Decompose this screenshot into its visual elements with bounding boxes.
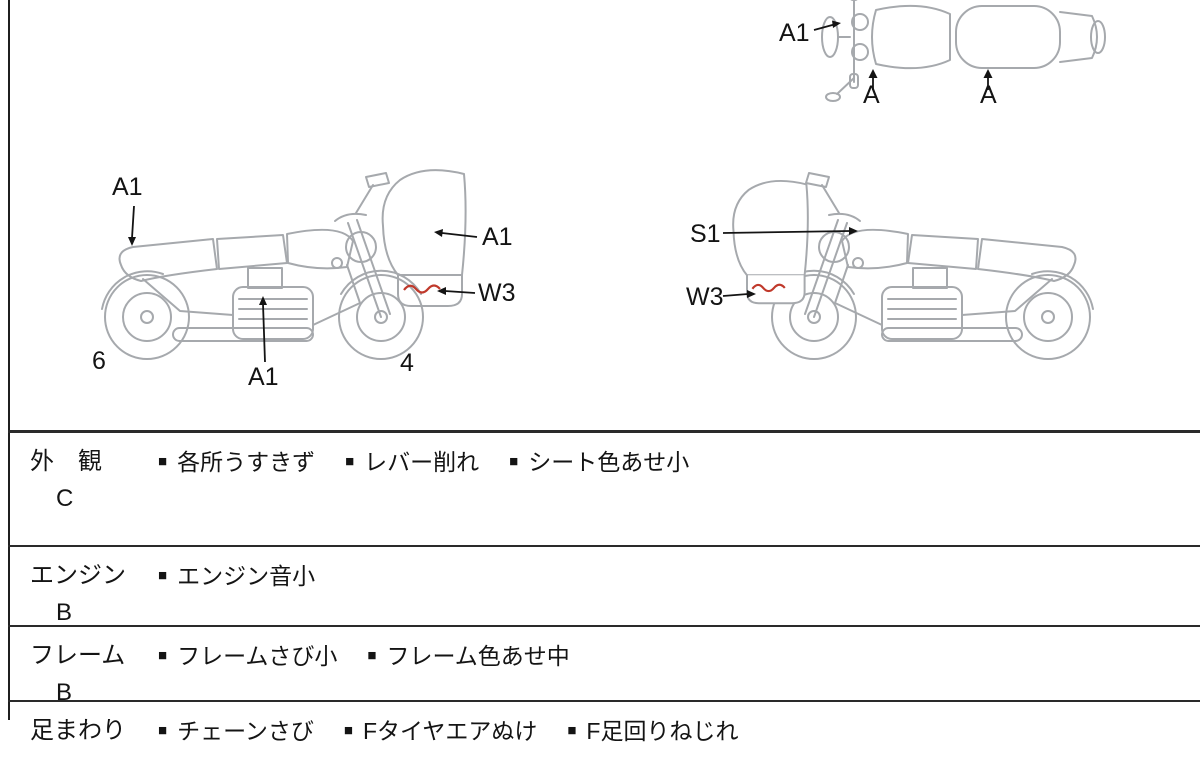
top-view-sketch <box>821 0 1106 102</box>
bullet-icon: ■ <box>158 646 168 664</box>
motorcycle-right-side-view-drawing <box>732 172 1094 360</box>
label-left-rear-a1: A1 <box>112 173 143 201</box>
item-text: レバー削れ <box>364 449 480 475</box>
condition-item: ■ 各所うすきず <box>158 443 315 477</box>
label-cowl-w3: W3 <box>478 279 516 307</box>
category-cell: 足まわり <box>8 710 158 760</box>
item-list: ■ エンジン音小 <box>158 555 1200 625</box>
label-top-a-rear: A <box>980 81 997 109</box>
item-text: エンジン音小 <box>177 563 316 589</box>
label-cowl-a1: A1 <box>482 223 513 251</box>
category-cell: フレーム B <box>8 635 158 706</box>
label-right-w3: W3 <box>686 283 724 311</box>
front-cowl-detail-drawing <box>381 169 467 307</box>
table-row-exterior: 外 観 C ■ 各所うすきず ■ レバー削れ ■ シート色あせ小 <box>8 430 1200 545</box>
item-text: シート色あせ小 <box>528 449 690 475</box>
bullet-icon: ■ <box>345 452 355 470</box>
condition-item: ■ チェーンさび <box>158 712 314 746</box>
category-label: 足まわり <box>30 717 126 744</box>
item-text: F足回りねじれ <box>586 718 739 744</box>
condition-item: ■ Fタイヤエアぬけ <box>344 712 537 746</box>
cowl-sketch <box>381 169 467 307</box>
category-cell: エンジン B <box>8 555 158 626</box>
condition-item: ■ F足回りねじれ <box>567 712 738 746</box>
condition-table: 外 観 C ■各所うすきず ■レバー削れ ■シート色あせ小 エンジン B ■エン… <box>8 430 1200 760</box>
category-label: エンジン <box>30 562 126 589</box>
grade-label: B <box>56 679 73 706</box>
condition-item: ■ シート色あせ小 <box>509 443 689 477</box>
bullet-icon: ■ <box>158 452 168 470</box>
bullet-icon: ■ <box>158 566 168 584</box>
item-list: ■ 各所うすきず ■ レバー削れ ■ シート色あせ小 <box>158 441 1200 545</box>
grade-label: B <box>56 599 73 626</box>
bullet-icon: ■ <box>509 452 519 470</box>
condition-item: ■ エンジン音小 <box>158 557 315 591</box>
bullet-icon: ■ <box>158 721 168 739</box>
label-right-s1: S1 <box>690 220 721 248</box>
sheet-left-border <box>8 0 10 720</box>
item-list: ■ フレームさび小 ■ フレーム色あせ中 <box>158 635 1200 700</box>
bullet-icon: ■ <box>343 721 353 739</box>
category-label: フレーム <box>30 642 126 669</box>
motorcycle-left-side-view-drawing <box>101 172 424 360</box>
right-bike-sketch <box>771 172 1094 360</box>
item-text: 各所うすきず <box>177 449 316 475</box>
label-left-num-6: 6 <box>92 347 106 375</box>
item-text: Fタイヤエアぬけ <box>362 718 538 744</box>
top-view-pointers <box>813 20 993 90</box>
condition-item: ■ フレームさび小 <box>158 637 337 671</box>
item-text: チェーンさび <box>177 718 314 744</box>
label-left-num-4: 4 <box>400 349 414 377</box>
table-row-frame: フレーム B ■ フレームさび小 ■ フレーム色あせ中 <box>8 625 1200 706</box>
category-label: 外 観 <box>30 448 102 475</box>
condition-item: ■ フレーム色あせ中 <box>367 637 569 671</box>
label-top-a1: A1 <box>779 19 810 47</box>
condition-item: ■ レバー削れ <box>345 443 479 477</box>
bullet-icon: ■ <box>367 646 377 664</box>
bullet-icon: ■ <box>567 721 577 739</box>
left-bike-sketch <box>101 172 424 360</box>
wave-damage-mark <box>751 283 786 293</box>
right-bike-cowl <box>732 179 809 305</box>
category-cell: 外 観 C <box>8 441 158 545</box>
table-row-undercarriage: 足まわり ■ チェーンさび ■ Fタイヤエアぬけ ■ F足回りねじれ <box>8 700 1200 760</box>
item-list: ■ チェーンさび ■ Fタイヤエアぬけ ■ F足回りねじれ <box>158 710 1200 760</box>
item-text: フレームさび小 <box>177 643 338 669</box>
wave-damage-mark <box>403 284 441 294</box>
grade-label: C <box>56 485 74 512</box>
label-top-a-front: A <box>863 81 880 109</box>
table-row-engine: エンジン B ■ エンジン音小 <box>8 545 1200 626</box>
item-text: フレーム色あせ中 <box>386 643 570 669</box>
motorcycle-top-view-drawing <box>813 0 1106 102</box>
label-left-engine-a1: A1 <box>248 363 279 391</box>
